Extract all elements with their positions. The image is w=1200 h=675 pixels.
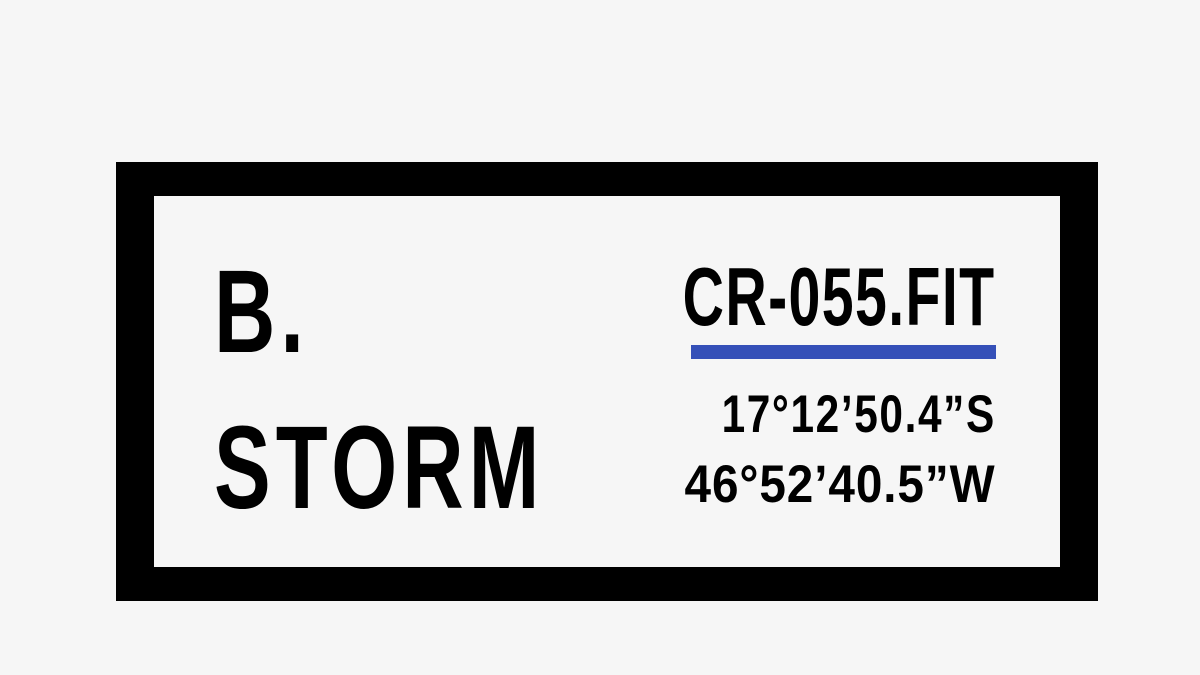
- site-code: CR-055.FIT: [683, 250, 996, 343]
- latitude: 17°12’50.4”S: [721, 385, 996, 444]
- card-panel: [154, 196, 1060, 567]
- longitude: 46°52’40.5”W: [685, 455, 996, 514]
- name-initial: B.: [214, 246, 310, 378]
- name-surname: STORM: [214, 402, 545, 534]
- accent-bar: [691, 345, 996, 359]
